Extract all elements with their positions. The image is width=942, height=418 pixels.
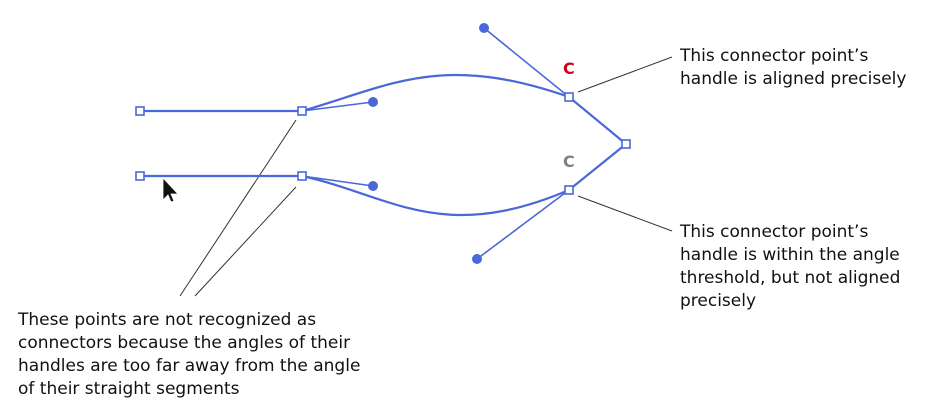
anchor-point-lower-smooth[interactable] xyxy=(297,171,307,181)
segment-to-tip-upper[interactable] xyxy=(568,96,627,145)
handle-line-top-connector xyxy=(483,27,570,98)
anchor-point-upper-start[interactable] xyxy=(135,106,145,116)
anchor-point-lower-start[interactable] xyxy=(135,171,145,181)
handle-line-bottom-connector xyxy=(476,189,570,260)
leader-line-bottom-right xyxy=(577,195,673,232)
segment-to-tip-lower[interactable] xyxy=(568,143,627,191)
curve-segment-lower[interactable] xyxy=(301,174,570,217)
anchor-point-connector-aligned[interactable] xyxy=(564,92,574,102)
anchor-point-connector-not-aligned[interactable] xyxy=(564,185,574,195)
curve-segment-upper[interactable] xyxy=(301,73,570,113)
anchor-point-tip[interactable] xyxy=(621,139,631,149)
anchor-point-upper-smooth[interactable] xyxy=(297,106,307,116)
handle-point-upper-left[interactable] xyxy=(368,97,378,107)
connector-marker-not-aligned: C xyxy=(563,152,575,171)
annotation-not-recognized: These points are not recognized as conne… xyxy=(18,310,361,399)
handle-point-bottom-connector[interactable] xyxy=(472,254,482,264)
annotation-threshold-connector: This connector point’s handle is within … xyxy=(680,222,901,311)
connector-marker-aligned: C xyxy=(563,59,575,78)
mouse-pointer-icon xyxy=(162,176,179,203)
handle-line-upper-left xyxy=(301,101,374,112)
annotation-aligned-connector: This connector point’s handle is aligned… xyxy=(680,46,907,89)
handle-line-lower-left xyxy=(301,175,374,187)
leader-line-lower-point xyxy=(194,186,297,297)
handle-point-lower-left[interactable] xyxy=(368,181,378,191)
leader-line-upper-point xyxy=(179,119,297,297)
leader-line-top-right xyxy=(577,56,673,93)
handle-point-top-connector[interactable] xyxy=(479,23,489,33)
